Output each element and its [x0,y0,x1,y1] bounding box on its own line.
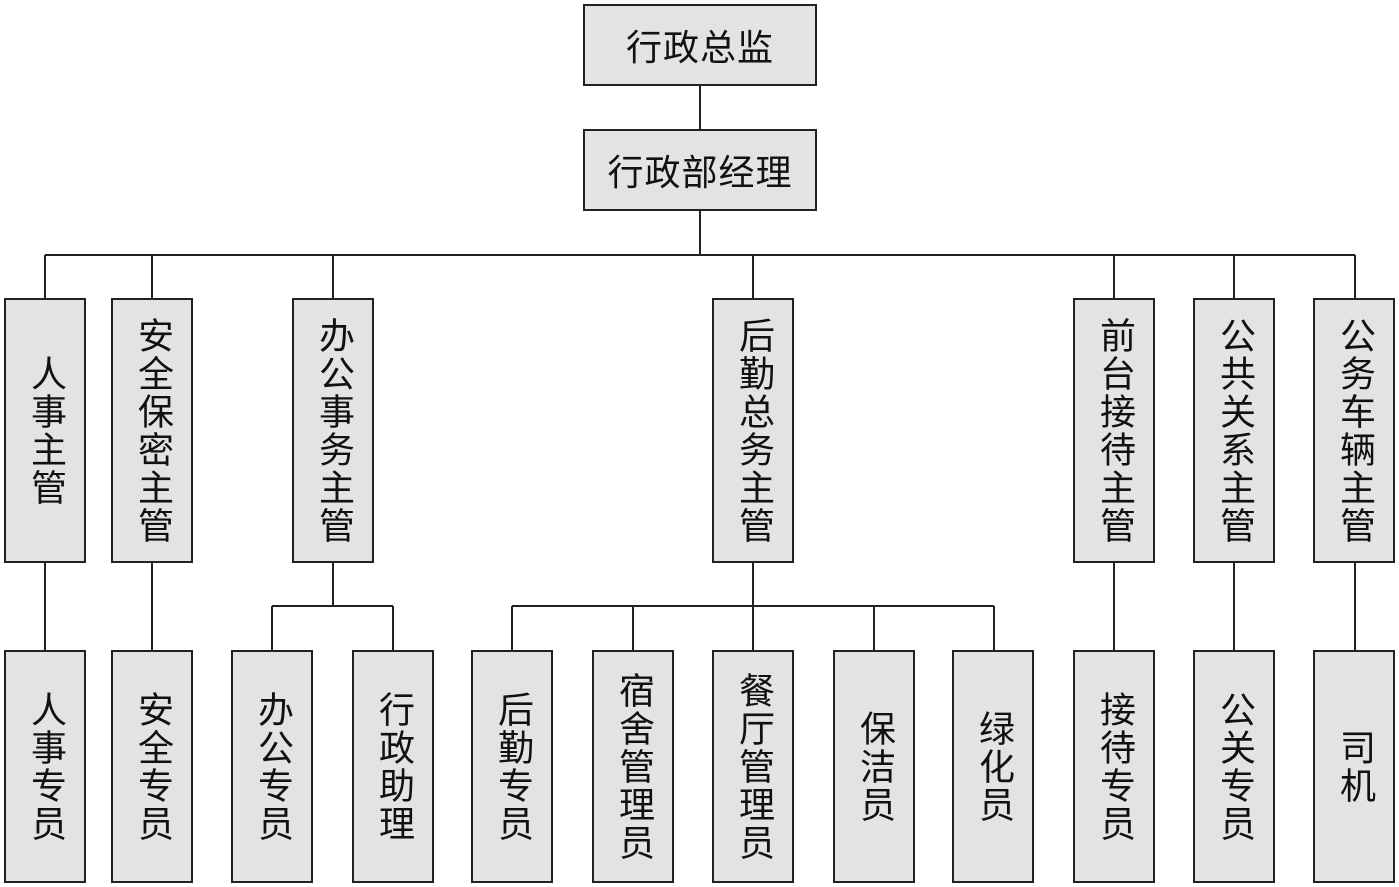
node-staff-pr-specialist: 公关专员 [1193,650,1275,883]
node-supervisor-security: 安全保密主管 [111,298,193,563]
node-supervisor-vehicle: 公务车辆主管 [1313,298,1395,563]
node-staff-gardener: 绿化员 [952,650,1034,883]
node-staff-admin-assistant: 行政助理 [352,650,434,883]
node-staff-dorm-manager: 宿舍管理员 [592,650,674,883]
node-staff-office-specialist: 办公专员 [231,650,313,883]
node-manager: 行政部经理 [583,129,817,211]
node-supervisor-hr: 人事主管 [4,298,86,563]
node-staff-driver: 司机 [1313,650,1395,883]
node-staff-logistics-specialist: 后勤专员 [471,650,553,883]
node-supervisor-pr: 公共关系主管 [1193,298,1275,563]
node-supervisor-logistics: 后勤总务主管 [712,298,794,563]
node-director: 行政总监 [583,4,817,86]
node-staff-security-specialist: 安全专员 [111,650,193,883]
node-staff-hr-specialist: 人事专员 [4,650,86,883]
node-supervisor-office: 办公事务主管 [292,298,374,563]
node-staff-cleaner: 保洁员 [833,650,915,883]
node-staff-canteen-manager: 餐厅管理员 [712,650,794,883]
node-supervisor-reception: 前台接待主管 [1073,298,1155,563]
node-staff-reception-specialist: 接待专员 [1073,650,1155,883]
